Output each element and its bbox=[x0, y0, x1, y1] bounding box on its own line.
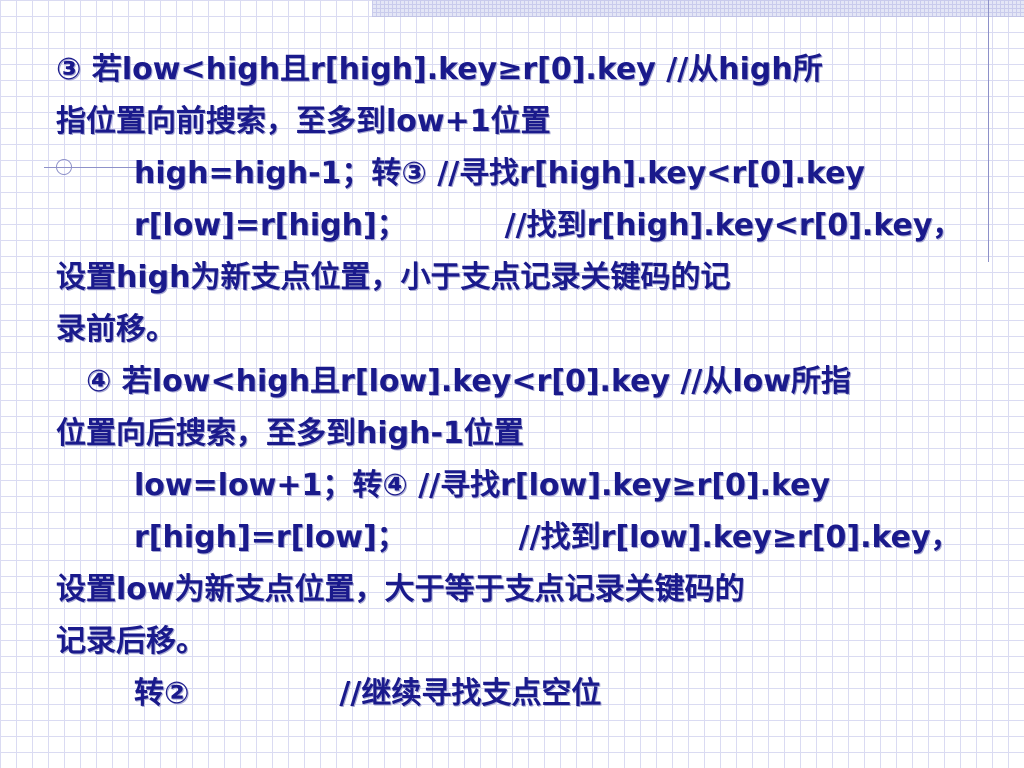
step4-found-continued-1: 设置low为新支点位置，大于等于支点记录关键码的 bbox=[56, 572, 745, 607]
step4-found-code: r[high]=r[low]； bbox=[134, 520, 407, 555]
step3-loop: high=high-1；转③ //寻找r[high].key<r[0].key bbox=[134, 156, 865, 191]
step4-condition: ④ 若low<high且r[low].key<r[0].key //从low所指 bbox=[86, 364, 851, 399]
step4-loop: low=low+1；转④ //寻找r[low].key≥r[0].key bbox=[134, 468, 831, 503]
slide-body: ③ 若low<high且r[high].key≥r[0].key //从high… bbox=[56, 44, 971, 720]
step3-found-code: r[low]=r[high]； bbox=[134, 208, 407, 243]
horizontal-rule-decoration bbox=[44, 167, 144, 168]
step3-found: r[low]=r[high]； //找到r[high].key<r[0].key， bbox=[56, 200, 971, 252]
title-band-decoration bbox=[372, 0, 1024, 17]
step4-found-comment: //找到r[low].key≥r[0].key， bbox=[518, 520, 961, 555]
step5-comment: //继续寻找支点空位 bbox=[339, 676, 602, 711]
step4-found-continued-2: 记录后移。 bbox=[56, 624, 206, 659]
step4-condition-continued: 位置向后搜索，至多到high-1位置 bbox=[56, 416, 524, 451]
step5: 转② //继续寻找支点空位 bbox=[56, 668, 971, 720]
step3-found-comment: //找到r[high].key<r[0].key， bbox=[504, 208, 963, 243]
circle-ornament-icon bbox=[56, 159, 72, 175]
step3-found-continued-2: 录前移。 bbox=[56, 312, 176, 347]
step3-found-continued-1: 设置high为新支点位置，小于支点记录关键码的记 bbox=[56, 260, 731, 295]
step4-found: r[high]=r[low]； //找到r[low].key≥r[0].key， bbox=[56, 512, 971, 564]
step5-code: 转② bbox=[134, 676, 190, 711]
step3-condition-continued: 指位置向前搜索，至多到low+1位置 bbox=[56, 104, 551, 139]
vertical-rule-decoration bbox=[988, 0, 989, 262]
step3-condition: ③ 若low<high且r[high].key≥r[0].key //从high… bbox=[56, 52, 823, 87]
